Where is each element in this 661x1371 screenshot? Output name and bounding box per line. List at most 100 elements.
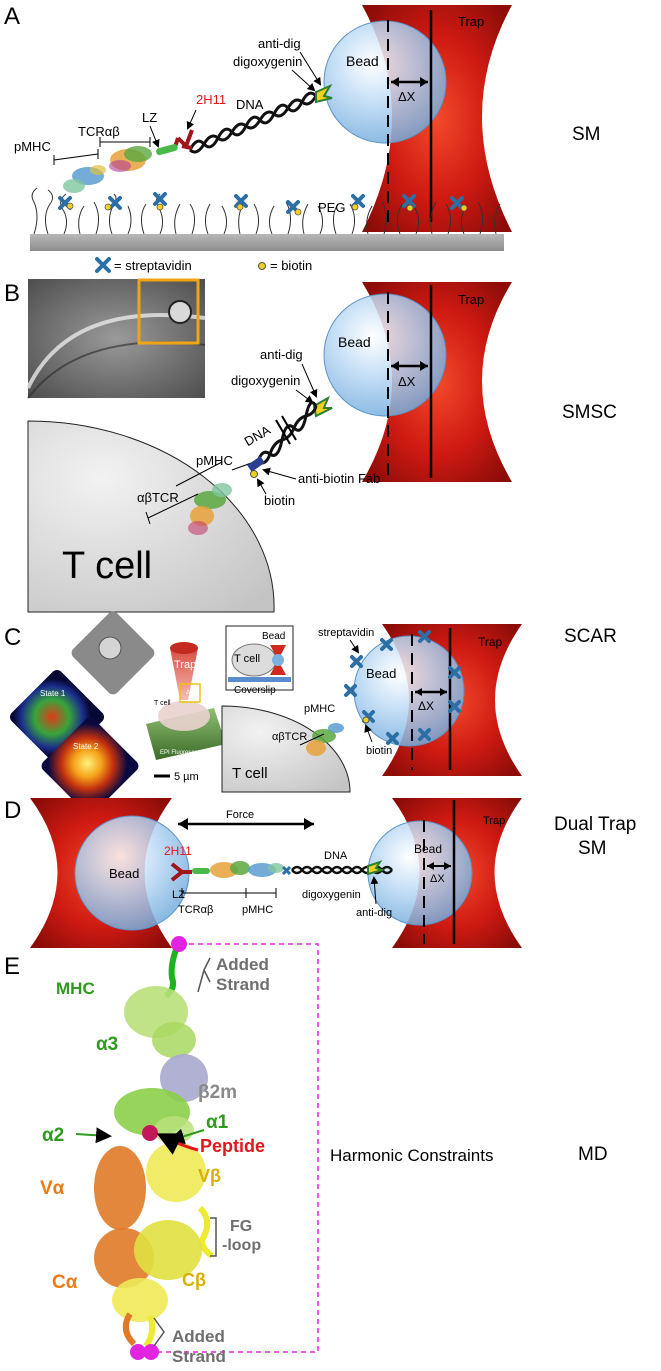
inset-c: Bead T cell Coverslip xyxy=(225,625,294,696)
panel-b-letter: B xyxy=(4,280,20,307)
inset-bead-label-c: Bead xyxy=(262,631,285,642)
biotin-b xyxy=(250,470,258,478)
state2-image-c xyxy=(41,717,139,815)
anti-dig-label-d: anti-dig xyxy=(356,907,392,919)
anti-dig-label-b: anti-dig xyxy=(260,347,303,362)
cbeta-label: Cβ xyxy=(182,1270,206,1290)
peg-brush-a xyxy=(31,187,501,235)
anti-dig-b xyxy=(312,395,333,418)
pmhc-label-c: pMHC xyxy=(304,703,335,715)
anti-dig-label-a: anti-dig xyxy=(258,36,301,51)
panel-e: E Harmonic Constraints MHC Add xyxy=(4,936,608,1366)
lz-label-a: LZ xyxy=(142,110,157,125)
legend-streptavidin-label: = streptavidin xyxy=(114,258,192,273)
scale-label-c: 5 µm xyxy=(174,771,199,783)
pmhc-protein-a xyxy=(63,165,106,193)
alpha2-label: α2 xyxy=(42,1125,64,1146)
method-label-sm: SM xyxy=(572,124,601,145)
anti-biotin-label-b: anti-biotin Fab xyxy=(298,471,380,486)
added-strand-top-2: Strand xyxy=(216,975,270,994)
fg-loop-label-2: -loop xyxy=(222,1237,261,1254)
panel-b: B Trap Bead ΔX anti-dig digoxygenin DNA … xyxy=(4,278,617,613)
tcr-protein-a xyxy=(109,146,152,172)
method-label-md: MD xyxy=(578,1144,608,1165)
added-strand-bottom-1: Added xyxy=(172,1327,225,1346)
pmhc-label-b: pMHC xyxy=(196,453,233,468)
dx-label-b: ΔX xyxy=(398,374,416,389)
tcr-pmhc-complex-d xyxy=(192,861,284,878)
digoxygenin-label-b: digoxygenin xyxy=(231,373,300,388)
harmonic-label: Harmonic Constraints xyxy=(330,1146,493,1165)
alpha3-label: α3 xyxy=(96,1034,118,1055)
constraint-anchor-bottom-2 xyxy=(143,1344,159,1360)
t-cell-label-b: T cell xyxy=(62,545,152,587)
bead-c xyxy=(353,635,465,747)
constraint-anchor-top xyxy=(171,936,187,952)
panel-d: D Bead Bead Trap ΔX Force 2H11 DNA LZ T xyxy=(4,797,636,948)
leucine-zipper-a xyxy=(156,143,178,156)
peg-label-a: PEG xyxy=(318,200,345,215)
beta2m-label: β2m xyxy=(198,1082,237,1103)
constraint-anchor-bottom-1 xyxy=(130,1344,146,1360)
method-label-dual-trap-2: SM xyxy=(578,838,607,859)
added-strand-top-bracket xyxy=(197,957,211,993)
panel-c: C SCAR State 1 State 2 EPI Fluorescence … xyxy=(4,611,617,815)
bead-b xyxy=(323,293,447,417)
calpha-label: Cα xyxy=(52,1272,78,1293)
biotin-label-b: biotin xyxy=(264,493,295,508)
trap-label-a: Trap xyxy=(458,14,484,29)
tcr-label-a: TCRαβ xyxy=(78,124,120,139)
state1-label-c: State 1 xyxy=(40,689,66,698)
dx-label-c: ΔX xyxy=(418,699,434,713)
dna-label-b: DNA xyxy=(242,422,274,449)
streptavidin-label-c: streptavidin xyxy=(318,627,374,639)
tcr-label-d: TCRαβ xyxy=(178,904,213,916)
harmonic-constraint-box xyxy=(148,943,319,1353)
2h11-antibody-d xyxy=(170,862,192,882)
dna-strand-a xyxy=(188,91,318,151)
vbeta-label: Vβ xyxy=(198,1166,221,1186)
tcr-protein-b xyxy=(188,483,232,535)
tcr-label-b: αβTCR xyxy=(137,490,179,505)
trap-label-c-small: Trap xyxy=(174,659,196,671)
trap-label-b: Trap xyxy=(458,292,484,307)
added-strand-top-1: Added xyxy=(216,955,269,974)
coverslip-label-c: Coverslip xyxy=(234,685,276,696)
bead-label-a: Bead xyxy=(346,53,379,69)
dx-label-c-small: ΔX xyxy=(186,690,194,696)
pmhc-label-d: pMHC xyxy=(242,904,273,916)
method-label-smsc: SMSC xyxy=(562,402,617,423)
bead-label-d-left: Bead xyxy=(109,866,139,881)
force-label-d: Force xyxy=(226,809,254,821)
trap-label-d: Trap xyxy=(483,815,505,827)
bead-label-c: Bead xyxy=(366,666,396,681)
method-label-dual-trap-1: Dual Trap xyxy=(554,814,636,835)
bead-label-b: Bead xyxy=(338,334,371,350)
inset-tcell-label-c: T cell xyxy=(234,653,260,665)
protein-structure-e xyxy=(94,942,214,1348)
t-cell-label-c: T cell xyxy=(232,765,268,782)
legend-biotin-label: = biotin xyxy=(270,258,312,273)
digoxygenin-label-d: digoxygenin xyxy=(302,889,361,901)
legend-streptavidin-icon xyxy=(95,257,111,273)
biotin-label-c: biotin xyxy=(366,745,392,757)
panel-a-letter: A xyxy=(4,3,20,30)
lz-label-d: LZ xyxy=(172,889,185,901)
tcr-protein-c xyxy=(306,723,344,756)
alpha1-label: α1 xyxy=(206,1112,229,1133)
bead-a xyxy=(323,20,447,144)
anti-dig-d xyxy=(367,860,386,876)
dna-label-d: DNA xyxy=(324,850,348,862)
2h11-label-d: 2H11 xyxy=(164,844,192,858)
dic-micrograph-b xyxy=(26,278,206,399)
digoxygenin-label-a: digoxygenin xyxy=(233,54,302,69)
method-label-scar: SCAR xyxy=(564,626,617,647)
panel-e-letter: E xyxy=(4,953,20,980)
fg-loop-bracket xyxy=(210,1217,217,1257)
peptide-label: Peptide xyxy=(200,1136,265,1156)
panel-d-letter: D xyxy=(4,797,21,824)
2h11-label-a: 2H11 xyxy=(196,92,226,107)
added-strand-bottom-bracket xyxy=(153,1317,165,1347)
dx-label-a: ΔX xyxy=(398,89,416,104)
state2-label-c: State 2 xyxy=(73,742,99,751)
